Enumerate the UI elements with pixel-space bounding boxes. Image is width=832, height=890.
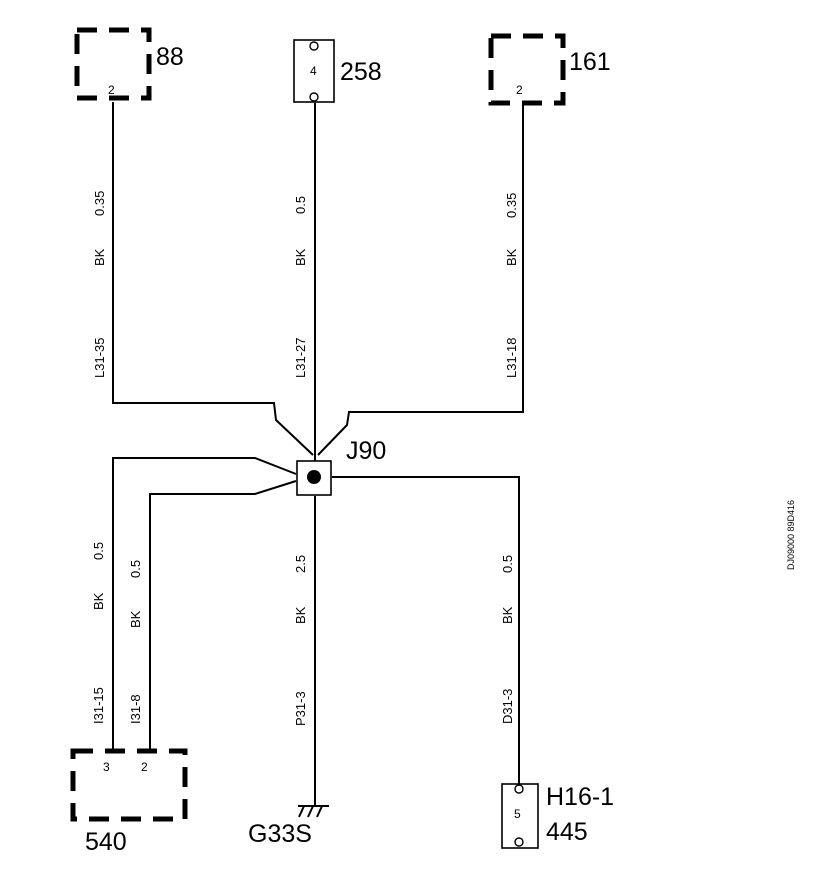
ground-label: G33S bbox=[248, 820, 312, 848]
wire-l31-35-size: 0.35 bbox=[92, 191, 107, 216]
connector-h16-pin: 5 bbox=[514, 807, 521, 821]
connector-161-pin: 2 bbox=[516, 83, 523, 97]
document-code: DJ09000 89D416 bbox=[786, 500, 796, 570]
connector-258-bottom-terminal bbox=[309, 92, 319, 102]
wire-i31-15-circuit: I31-15 bbox=[91, 687, 106, 724]
connector-258-label: 258 bbox=[340, 58, 382, 86]
wire-p31-3-circuit: P31-3 bbox=[293, 691, 308, 726]
wire-l31-27-circuit: L31-27 bbox=[293, 338, 308, 378]
wire-l31-18-circuit: L31-18 bbox=[504, 338, 519, 378]
connector-h16-top-terminal bbox=[514, 784, 524, 794]
wire-l31-35-color: BK bbox=[92, 248, 107, 266]
wire-i31-8-size: 0.5 bbox=[128, 560, 143, 578]
connector-88-label: 88 bbox=[156, 43, 184, 71]
connector-540-pin-b: 2 bbox=[141, 760, 148, 774]
wire-l31-18-size: 0.35 bbox=[504, 193, 519, 218]
wire-i31-8-circuit: I31-8 bbox=[128, 694, 143, 724]
wire-i31-8 bbox=[149, 480, 297, 752]
splice-j90-label: J90 bbox=[346, 437, 386, 465]
connector-h16-bottom-terminal bbox=[514, 837, 524, 847]
wire-d31-3-circuit: D31-3 bbox=[500, 689, 515, 724]
connector-258-pin: 4 bbox=[310, 64, 317, 78]
wire-l31-35-circuit: L31-35 bbox=[92, 338, 107, 378]
wire-d31-3-color: BK bbox=[500, 606, 515, 624]
connector-h16-label: H16-1 bbox=[546, 783, 614, 811]
wire-l31-27-size: 0.5 bbox=[293, 196, 308, 214]
wire-i31-15 bbox=[112, 457, 297, 752]
connector-258-top-terminal bbox=[309, 41, 319, 51]
wire-l31-35 bbox=[112, 102, 314, 456]
connector-540-label: 540 bbox=[85, 828, 127, 856]
wire-p31-3-size: 2.5 bbox=[293, 555, 308, 573]
connector-88-box bbox=[74, 27, 152, 101]
splice-j90-dot bbox=[307, 470, 321, 484]
wire-l31-27-color: BK bbox=[293, 248, 308, 266]
connector-h16-box bbox=[501, 783, 539, 849]
wire-i31-15-size: 0.5 bbox=[91, 542, 106, 560]
wire-d31-3-size: 0.5 bbox=[500, 555, 515, 573]
connector-161-box bbox=[488, 33, 566, 106]
wire-d31-3 bbox=[332, 476, 520, 784]
connector-88-pin: 2 bbox=[108, 83, 115, 97]
wire-l31-18 bbox=[317, 102, 524, 456]
wire-p31-3-color: BK bbox=[293, 606, 308, 624]
wire-i31-15-color: BK bbox=[91, 592, 106, 610]
connector-540-pin-a: 3 bbox=[103, 760, 110, 774]
wire-i31-8-color: BK bbox=[128, 610, 143, 628]
connector-161-label: 161 bbox=[569, 48, 611, 76]
connector-540-box bbox=[70, 748, 188, 822]
wire-l31-18-color: BK bbox=[504, 248, 519, 266]
connector-h16-sub-label: 445 bbox=[546, 818, 588, 846]
ground-symbol bbox=[298, 805, 329, 818]
